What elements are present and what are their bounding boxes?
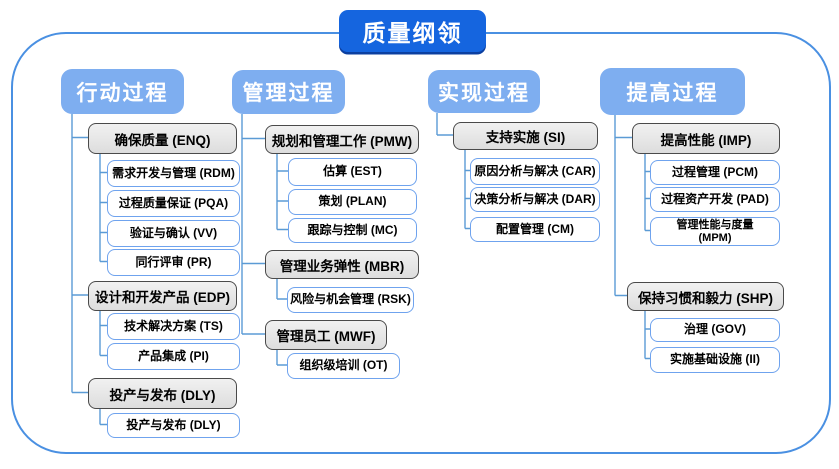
node-rsk: 风险与机会管理 (RSK) xyxy=(287,287,414,313)
node-rdm: 需求开发与管理 (RDM) xyxy=(107,160,240,187)
node-dar: 决策分析与解决 (DAR) xyxy=(470,187,600,212)
column-header-management-process: 管理过程 xyxy=(232,70,345,114)
connector-col-management xyxy=(241,114,288,366)
node-enq: 确保质量 (ENQ) xyxy=(88,123,237,154)
node-mpm: 管理性能与度量 (MPM) xyxy=(650,217,780,246)
node-pcm: 过程管理 (PCM) xyxy=(650,160,780,185)
node-plan: 策划 (PLAN) xyxy=(288,189,417,215)
node-pr: 同行评审 (PR) xyxy=(107,249,240,276)
node-dly: 投产与发布 (DLY) xyxy=(88,378,237,409)
column-header-improvement-process: 提高过程 xyxy=(600,68,745,115)
node-pqa: 过程质量保证 (PQA) xyxy=(107,190,240,217)
column-header-realization-process: 实现过程 xyxy=(428,70,540,113)
node-dly-child: 投产与发布 (DLY) xyxy=(107,413,240,438)
node-pmw: 规划和管理工作 (PMW) xyxy=(265,125,419,154)
node-mwf: 管理员工 (MWF) xyxy=(265,320,387,350)
node-pi: 产品集成 (PI) xyxy=(107,343,240,370)
node-mbr: 管理业务弹性 (MBR) xyxy=(265,250,419,279)
node-mc: 跟踪与控制 (MC) xyxy=(288,218,417,243)
connector-col-improvement xyxy=(614,115,650,360)
node-si: 支持实施 (SI) xyxy=(453,122,598,150)
node-cm: 配置管理 (CM) xyxy=(470,217,600,242)
node-imp: 提高性能 (IMP) xyxy=(632,123,780,154)
connector-col-action xyxy=(71,114,107,426)
node-shp: 保持习惯和毅力 (SHP) xyxy=(627,282,784,311)
node-est: 估算 (EST) xyxy=(288,158,417,186)
column-header-action-process: 行动过程 xyxy=(61,69,184,114)
diagram-title: 质量纲领 xyxy=(339,10,486,52)
node-ii: 实施基础设施 (II) xyxy=(650,347,780,373)
node-edp: 设计和开发产品 (EDP) xyxy=(88,281,237,311)
node-gov: 治理 (GOV) xyxy=(650,318,780,342)
node-vv: 验证与确认 (VV) xyxy=(107,220,240,247)
node-car: 原因分析与解决 (CAR) xyxy=(470,158,600,185)
node-ot: 组织级培训 (OT) xyxy=(287,353,400,379)
connector-col-realization xyxy=(436,113,470,230)
node-ts: 技术解决方案 (TS) xyxy=(107,313,240,340)
node-pad: 过程资产开发 (PAD) xyxy=(650,187,780,212)
